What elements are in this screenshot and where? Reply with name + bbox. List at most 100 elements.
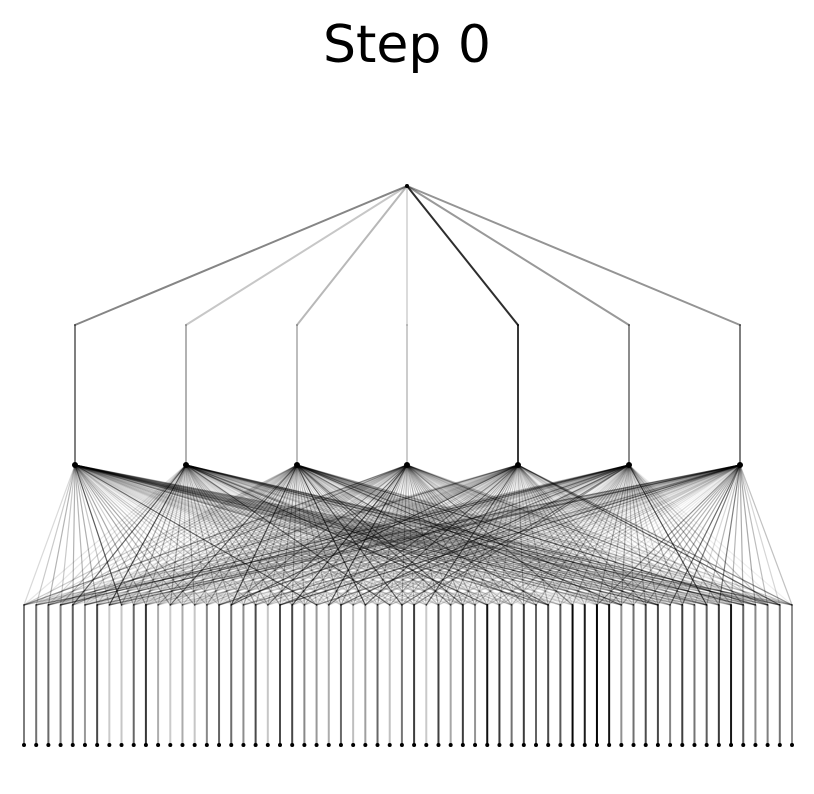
edge-level2-to-level3 (628, 464, 647, 606)
edge-level2-to-level3 (74, 464, 281, 606)
edge-level2-to-level3 (206, 464, 298, 606)
leaf-node (70, 743, 75, 747)
leaf-node (790, 743, 794, 747)
edge-level2-to-level3 (74, 464, 549, 606)
edge-level2-to-level3 (185, 464, 622, 606)
edge-level2-to-level3 (406, 464, 683, 606)
edge-level2-to-level3 (194, 464, 298, 606)
edge-level2-to-level3 (559, 464, 741, 606)
edge-level2-to-level3 (185, 464, 696, 606)
edge-level2-to-level3 (628, 464, 769, 606)
edge-level2-to-level3 (628, 464, 720, 606)
edge-level2-to-level3 (406, 464, 586, 606)
leaf-node (643, 743, 648, 747)
edge-level2-to-level3 (406, 464, 464, 606)
edge-level2-to-level3 (108, 464, 630, 606)
edge-level2-to-level3 (185, 464, 586, 606)
edge-level2-to-level3 (255, 464, 519, 606)
edge-level2-to-level3 (74, 464, 561, 606)
edge-level2-to-level3 (296, 464, 574, 606)
edge-level2-to-level3 (108, 464, 187, 606)
edge-level2-to-level3 (181, 464, 519, 606)
edge-level2-to-level3 (194, 464, 630, 606)
edge-level2-to-level3 (328, 464, 741, 606)
edge-level2-to-level3 (437, 464, 630, 606)
edge-level2-to-level3 (96, 464, 408, 606)
edge-level2-to-level3 (59, 464, 187, 606)
edge-level2-to-level3 (376, 464, 408, 606)
edge-level2-to-level3 (628, 464, 708, 606)
edge-level2-to-level3 (96, 464, 741, 606)
edge-root-to-level1 (406, 185, 519, 326)
edge-level2-to-level3 (517, 464, 720, 606)
edge-level2-to-level3 (291, 464, 630, 606)
edge-level2-to-level3 (72, 464, 298, 606)
edge-level2-to-level3 (628, 464, 744, 606)
edge-level2-to-level3 (74, 464, 683, 606)
edge-level2-to-level3 (571, 464, 741, 606)
edge-level2-to-level3 (133, 464, 741, 606)
leaf-node (217, 743, 222, 747)
leaf-node (265, 743, 270, 747)
leaf-node (424, 743, 429, 747)
edge-level2-to-level3 (23, 464, 408, 606)
edge-level2-to-level3 (59, 464, 298, 606)
edge-level2-to-level3 (242, 464, 630, 606)
edge-level2-to-level3 (296, 464, 598, 606)
edge-level2-to-level3 (584, 464, 741, 606)
leaf-node (668, 743, 673, 747)
edge-level2-to-level3 (474, 464, 630, 606)
leaf-node (509, 743, 514, 747)
edge-level2-to-level3 (462, 464, 519, 606)
edge-level2-to-level3 (185, 464, 720, 606)
edge-level2-to-level3 (517, 464, 671, 606)
edge-level2-to-level3 (84, 464, 741, 606)
edge-level2-to-level3 (185, 464, 293, 606)
edge-level2-to-level3 (517, 464, 586, 606)
edge-level2-to-level3 (230, 464, 630, 606)
edge-level2-to-level3 (59, 464, 630, 606)
edge-level2-to-level3 (425, 464, 519, 606)
edge-level2-to-level3 (406, 464, 757, 606)
edge-level2-to-level3 (267, 464, 298, 606)
edge-level2-to-level3 (185, 464, 196, 606)
leaf-node (692, 743, 697, 747)
edge-level2-to-level3 (59, 464, 741, 606)
edge-level2-to-level3 (517, 464, 598, 606)
root-node (405, 184, 409, 188)
edge-level2-to-level3 (628, 464, 671, 606)
edge-level2-to-level3 (185, 464, 757, 606)
edge-level2-to-level3 (389, 464, 741, 606)
leaf-node (314, 743, 319, 747)
edge-level2-to-level3 (185, 464, 561, 606)
edge-level2-to-level3 (628, 464, 659, 606)
edge-level2-to-level3 (74, 464, 147, 606)
edge-level2-to-level3 (157, 464, 519, 606)
edge-level2-to-level3 (169, 464, 630, 606)
edge-level2-to-level3 (517, 464, 659, 606)
edge-level2-to-level3 (315, 464, 741, 606)
edge-level2-to-level3 (185, 464, 415, 606)
edge-root-to-level1 (185, 185, 408, 326)
edge-level2-to-level3 (59, 464, 408, 606)
edge-level2-to-level3 (72, 464, 519, 606)
edge-level2-to-level3 (230, 464, 408, 606)
edge-level2-to-level3 (296, 464, 635, 606)
edge-level2-to-level3 (730, 464, 741, 606)
edge-level2-to-level3 (296, 464, 342, 606)
edge-level2-to-level3 (517, 464, 793, 606)
edge-level2-to-level3 (462, 464, 741, 606)
edge-level2-to-level3 (364, 464, 630, 606)
edge-level2-to-level3 (218, 464, 519, 606)
edge-level2-to-level3 (157, 464, 187, 606)
figure-title: Step 0 (322, 15, 491, 75)
edge-level2-to-level3 (74, 464, 610, 606)
leaf-node (680, 743, 685, 747)
hidden-node (183, 462, 189, 468)
edge-level2-to-level3 (628, 464, 696, 606)
edge-level2-to-level3 (145, 464, 187, 606)
edge-level2-to-level3 (218, 464, 408, 606)
edge-level2-to-level3 (608, 464, 630, 606)
edge-level2-to-level3 (47, 464, 519, 606)
edge-level2-to-level3 (406, 464, 647, 606)
